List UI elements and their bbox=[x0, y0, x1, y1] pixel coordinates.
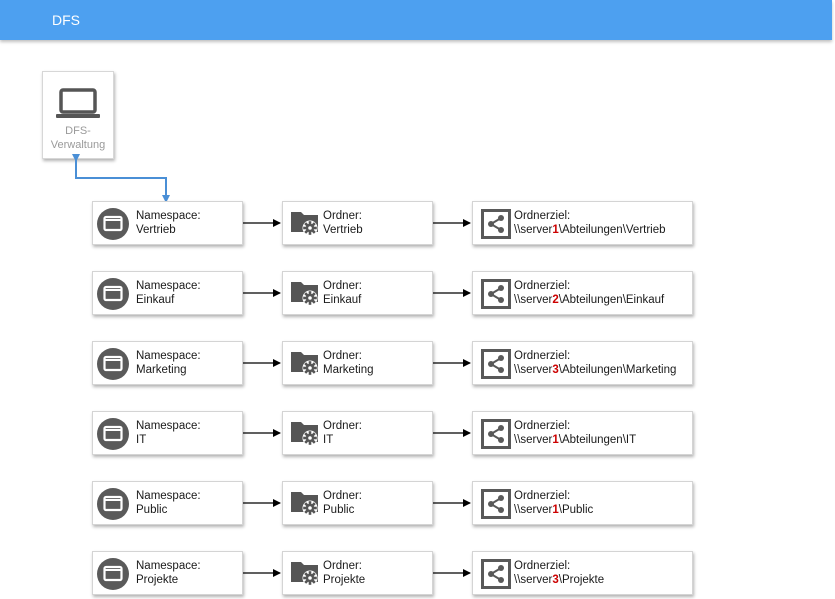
namespace-node[interactable]: Namespace: Einkauf bbox=[92, 271, 243, 315]
target-prefix: Ordnerziel: bbox=[514, 210, 571, 222]
folder-gear-icon bbox=[289, 416, 321, 453]
namespace-prefix: Namespace: bbox=[136, 280, 201, 292]
folder-prefix: Ordner: bbox=[323, 420, 362, 432]
folder-prefix: Ordner: bbox=[323, 560, 362, 572]
folder-gear-icon bbox=[289, 276, 321, 313]
share-icon bbox=[481, 209, 511, 244]
namespace-icon bbox=[96, 347, 130, 386]
folder-prefix: Ordner: bbox=[323, 490, 362, 502]
folder-node[interactable]: Ordner: Projekte bbox=[282, 551, 433, 595]
target-prefix: Ordnerziel: bbox=[514, 420, 571, 432]
folder-target-node[interactable]: Ordnerziel: \\server1\Abteilungen\IT bbox=[472, 411, 693, 455]
path-start: \\server bbox=[514, 294, 553, 306]
folder-gear-icon bbox=[289, 486, 321, 523]
namespace-name: IT bbox=[136, 434, 147, 446]
dfs-admin-node[interactable]: DFS-Verwaltung bbox=[42, 71, 114, 159]
namespace-node[interactable]: Namespace: Vertrieb bbox=[92, 201, 243, 245]
server-number: 3 bbox=[552, 364, 559, 376]
target-path: \\server1\Abteilungen\IT bbox=[514, 433, 636, 447]
target-prefix: Ordnerziel: bbox=[514, 560, 571, 572]
folder-prefix: Ordner: bbox=[323, 210, 362, 222]
folder-prefix: Ordner: bbox=[323, 280, 362, 292]
namespace-node[interactable]: Namespace: Projekte bbox=[92, 551, 243, 595]
server-number: 2 bbox=[552, 294, 559, 306]
folder-node[interactable]: Ordner: Einkauf bbox=[282, 271, 433, 315]
path-start: \\server bbox=[514, 364, 553, 376]
path-end: \Abteilungen\IT bbox=[558, 434, 637, 446]
namespace-icon bbox=[96, 277, 130, 316]
namespace-prefix: Namespace: bbox=[136, 210, 201, 222]
namespace-prefix: Namespace: bbox=[136, 560, 201, 572]
laptop-icon bbox=[56, 88, 100, 118]
namespace-name: Projekte bbox=[136, 574, 179, 586]
namespace-name: Public bbox=[136, 504, 168, 516]
path-end: \Abteilungen\Einkauf bbox=[558, 294, 665, 306]
server-number: 3 bbox=[552, 574, 559, 586]
share-icon bbox=[481, 349, 511, 384]
folder-name: IT bbox=[323, 434, 334, 446]
folder-target-node[interactable]: Ordnerziel: \\server1\Public bbox=[472, 481, 693, 525]
namespace-icon bbox=[96, 417, 130, 456]
server-number: 1 bbox=[552, 434, 559, 446]
server-number: 1 bbox=[552, 504, 559, 516]
target-prefix: Ordnerziel: bbox=[514, 350, 571, 362]
folder-gear-icon bbox=[289, 346, 321, 383]
namespace-node[interactable]: Namespace: Marketing bbox=[92, 341, 243, 385]
folder-target-node[interactable]: Ordnerziel: \\server2\Abteilungen\Einkau… bbox=[472, 271, 693, 315]
namespace-icon bbox=[96, 207, 130, 246]
admin-connector bbox=[72, 154, 170, 203]
path-end: \Abteilungen\Vertrieb bbox=[558, 224, 666, 236]
folder-node[interactable]: Ordner: Public bbox=[282, 481, 433, 525]
namespace-name: Einkauf bbox=[136, 294, 175, 306]
target-path: \\server2\Abteilungen\Einkauf bbox=[514, 293, 664, 307]
path-start: \\server bbox=[514, 434, 553, 446]
folder-name: Einkauf bbox=[323, 294, 362, 306]
share-icon bbox=[481, 559, 511, 594]
folder-target-node[interactable]: Ordnerziel: \\server1\Abteilungen\Vertri… bbox=[472, 201, 693, 245]
folder-node[interactable]: Ordner: Vertrieb bbox=[282, 201, 433, 245]
namespace-icon bbox=[96, 557, 130, 596]
namespace-name: Marketing bbox=[136, 364, 187, 376]
namespace-prefix: Namespace: bbox=[136, 490, 201, 502]
namespace-node[interactable]: Namespace: IT bbox=[92, 411, 243, 455]
namespace-icon bbox=[96, 487, 130, 526]
folder-name: Vertrieb bbox=[323, 224, 363, 236]
target-prefix: Ordnerziel: bbox=[514, 280, 571, 292]
folder-prefix: Ordner: bbox=[323, 350, 362, 362]
path-end: \Projekte bbox=[558, 574, 605, 586]
namespace-prefix: Namespace: bbox=[136, 420, 201, 432]
folder-gear-icon bbox=[289, 556, 321, 593]
namespace-name: Vertrieb bbox=[136, 224, 176, 236]
namespace-node[interactable]: Namespace: Public bbox=[92, 481, 243, 525]
target-path: \\server3\Projekte bbox=[514, 573, 604, 587]
target-path: \\server1\Public bbox=[514, 503, 593, 517]
dfs-admin-label: DFS-Verwaltung bbox=[50, 125, 106, 151]
header-bar: DFS bbox=[0, 0, 832, 40]
folder-name: Marketing bbox=[323, 364, 374, 376]
folder-node[interactable]: Ordner: IT bbox=[282, 411, 433, 455]
folder-name: Public bbox=[323, 504, 355, 516]
share-icon bbox=[481, 489, 511, 524]
folder-target-node[interactable]: Ordnerziel: \\server3\Abteilungen\Market… bbox=[472, 341, 693, 385]
path-start: \\server bbox=[514, 224, 553, 236]
folder-gear-icon bbox=[289, 206, 321, 243]
path-start: \\server bbox=[514, 504, 553, 516]
share-icon bbox=[481, 279, 511, 314]
path-end: \Abteilungen\Marketing bbox=[558, 364, 677, 376]
folder-name: Projekte bbox=[323, 574, 366, 586]
target-path: \\server1\Abteilungen\Vertrieb bbox=[514, 223, 666, 237]
share-icon bbox=[481, 419, 511, 454]
server-number: 1 bbox=[552, 224, 559, 236]
target-prefix: Ordnerziel: bbox=[514, 490, 571, 502]
folder-target-node[interactable]: Ordnerziel: \\server3\Projekte bbox=[472, 551, 693, 595]
folder-node[interactable]: Ordner: Marketing bbox=[282, 341, 433, 385]
header-title: DFS bbox=[52, 12, 80, 28]
namespace-prefix: Namespace: bbox=[136, 350, 201, 362]
target-path: \\server3\Abteilungen\Marketing bbox=[514, 363, 676, 377]
path-start: \\server bbox=[514, 574, 553, 586]
path-end: \Public bbox=[558, 504, 594, 516]
